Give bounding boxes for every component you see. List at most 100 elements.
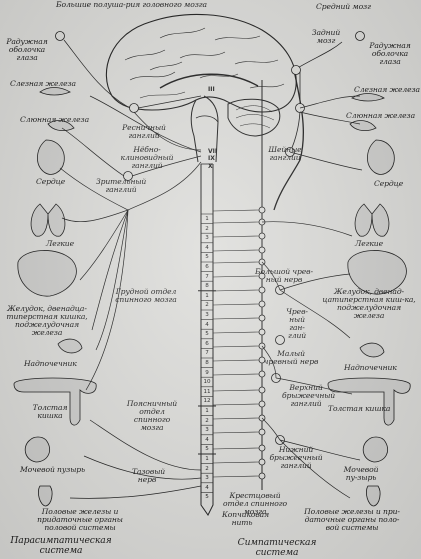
- ramus-2: [212, 221, 260, 224]
- label-pterygopalatine-ganglion: Нёбно-клиновидный ганглий: [120, 145, 174, 170]
- label-heart-left: Сердце: [36, 177, 66, 186]
- chain-ganglion-15: [258, 400, 266, 408]
- fiber-sym-colon: [275, 377, 353, 395]
- stomach-left: [17, 250, 77, 297]
- segment-number-thoracic-9: 9: [205, 369, 209, 376]
- fiber-vagus-lungs: [61, 209, 129, 223]
- chain-ganglion-19: [258, 458, 266, 466]
- segment-number-thoracic-1: 1: [205, 292, 209, 299]
- fiber-oculomotor: [137, 95, 202, 109]
- label-otic-ganglion: Зрительный ганглий: [96, 177, 147, 194]
- heart-right: [367, 139, 395, 175]
- sympathetic-eye-branch: [293, 41, 343, 71]
- fiber-pelvic-colon: [89, 419, 202, 471]
- label-lumbar-spinal: Поясничный отдел спинного мозга: [126, 399, 178, 432]
- label-gonads-left: Половые железы и придаточные органы поло…: [37, 507, 123, 532]
- superior-cervical-ganglion: [291, 65, 301, 75]
- segment-number-thoracic-11: 11: [203, 388, 211, 395]
- ramus-1: [212, 209, 260, 212]
- segment-number-cervical-2: 2: [205, 225, 209, 232]
- cerebellum-folds: [235, 105, 275, 129]
- label-ciliary-ganglion: Ресничный ганглий: [122, 123, 166, 140]
- fiber-greater-splanchnic: [261, 261, 281, 291]
- segment-number-thoracic-5: 5: [205, 331, 209, 338]
- segment-number-thoracic-10: 10: [203, 379, 211, 386]
- label-stomach-left: Желудок, двенадца-типерстная кишка, подж…: [6, 304, 88, 337]
- chain-ganglion-13: [258, 370, 266, 378]
- organ-illustrations: [13, 87, 411, 507]
- ramus-11: [212, 345, 260, 348]
- segment-number-thoracic-8: 8: [205, 360, 209, 366]
- fiber-sym-stomach: [279, 273, 351, 291]
- cerebellum: [227, 98, 281, 137]
- ganglia: [55, 31, 365, 480]
- segment-number-thoracic-4: 4: [205, 321, 209, 328]
- fiber-vagus-stomach: [79, 209, 129, 281]
- segment-number-thoracic-3: 3: [205, 312, 209, 318]
- colon-left: [13, 377, 97, 426]
- segment-number-cervical-4: 4: [205, 244, 209, 251]
- gonads-left: [38, 485, 53, 507]
- fiber-sym-heart: [289, 151, 363, 171]
- label-greater-splanchnic: Большой чрев-ный нерв: [255, 267, 313, 284]
- ramus-13: [212, 373, 260, 376]
- adrenal-left: [57, 338, 83, 354]
- ramus-12: [212, 359, 260, 362]
- segment-number-lumbar-2: 2: [205, 417, 209, 424]
- corpus-callosum: [159, 73, 259, 89]
- cranial-nerve-x: X: [208, 163, 213, 170]
- label-adrenal-right: Надпочечник: [344, 363, 397, 372]
- chain-ganglion-10: [258, 328, 266, 336]
- ciliary-ganglion-circle: [129, 103, 139, 113]
- ramus-19: [212, 461, 260, 464]
- segment-number-cervical-8: 8: [205, 283, 209, 290]
- fiber-sym-salivary: [299, 111, 361, 125]
- segment-number-sacral-2: 2: [205, 465, 209, 472]
- fiber-sym-adrenal: [279, 289, 351, 339]
- fiber-lesser-splanchnic: [261, 345, 277, 379]
- fiber-to-otic: [131, 155, 202, 177]
- segment-number-sacral-3: 3: [205, 475, 209, 482]
- ramus-4: [212, 249, 260, 252]
- fiber-sym-lacrimal: [299, 95, 361, 109]
- cranial-nerve-iii: III: [208, 86, 215, 93]
- segment-number-lumbar-1: 1: [205, 408, 209, 414]
- ramus-10: [212, 331, 260, 334]
- heart-left: [37, 139, 65, 175]
- label-stomach-right: Желудок, двенад-цатиперстная киш-ка, под…: [322, 287, 416, 320]
- segment-number-cervical-1: 1: [205, 216, 209, 222]
- label-pelvic-nerve: Тазовый нерв: [132, 467, 166, 484]
- ramus-20: [212, 475, 260, 478]
- label-celiac-ganglion: Чрев-ный ган-глий: [286, 307, 308, 340]
- segment-number-cervical-5: 5: [205, 254, 209, 261]
- salivary-gland-right: [349, 120, 377, 132]
- gonads-right: [366, 485, 381, 507]
- brain-cerebrum: [105, 13, 297, 113]
- lungs-left: [30, 203, 66, 237]
- label-lacrimal-right: Слезная железа: [354, 85, 420, 94]
- fiber-vagus-colon: [85, 209, 129, 391]
- label-heart-right: Сердце: [374, 179, 404, 188]
- iris-eye-left: [55, 31, 65, 41]
- chain-ganglion-1: [258, 206, 266, 214]
- ramus-17: [212, 431, 260, 434]
- segment-number-thoracic-12: 12: [203, 398, 211, 405]
- ramus-8: [212, 303, 260, 306]
- brain-illustration: [105, 13, 297, 163]
- fiber-vagus-adrenal: [95, 209, 129, 351]
- segment-number-sacral-1: 1: [205, 456, 209, 462]
- brain-folds: [124, 27, 285, 99]
- chain-ganglion-9: [258, 314, 266, 322]
- label-iris-left: Радужная оболочка глаза: [6, 37, 48, 62]
- lacrimal-gland-right: [351, 93, 385, 102]
- ramus-3: [212, 235, 260, 238]
- stomach-right: [347, 250, 407, 295]
- ramus-6: [212, 275, 260, 278]
- label-cervical-ganglia: Шейные ганглии: [268, 145, 302, 162]
- label-midbrain: Средний мозг: [316, 2, 371, 11]
- label-colon-right: Толстая кишка: [328, 404, 391, 413]
- chain-ganglion-17: [258, 428, 266, 436]
- nerve-fibers: [59, 39, 363, 499]
- sympathetic-chain-outer: [273, 69, 305, 211]
